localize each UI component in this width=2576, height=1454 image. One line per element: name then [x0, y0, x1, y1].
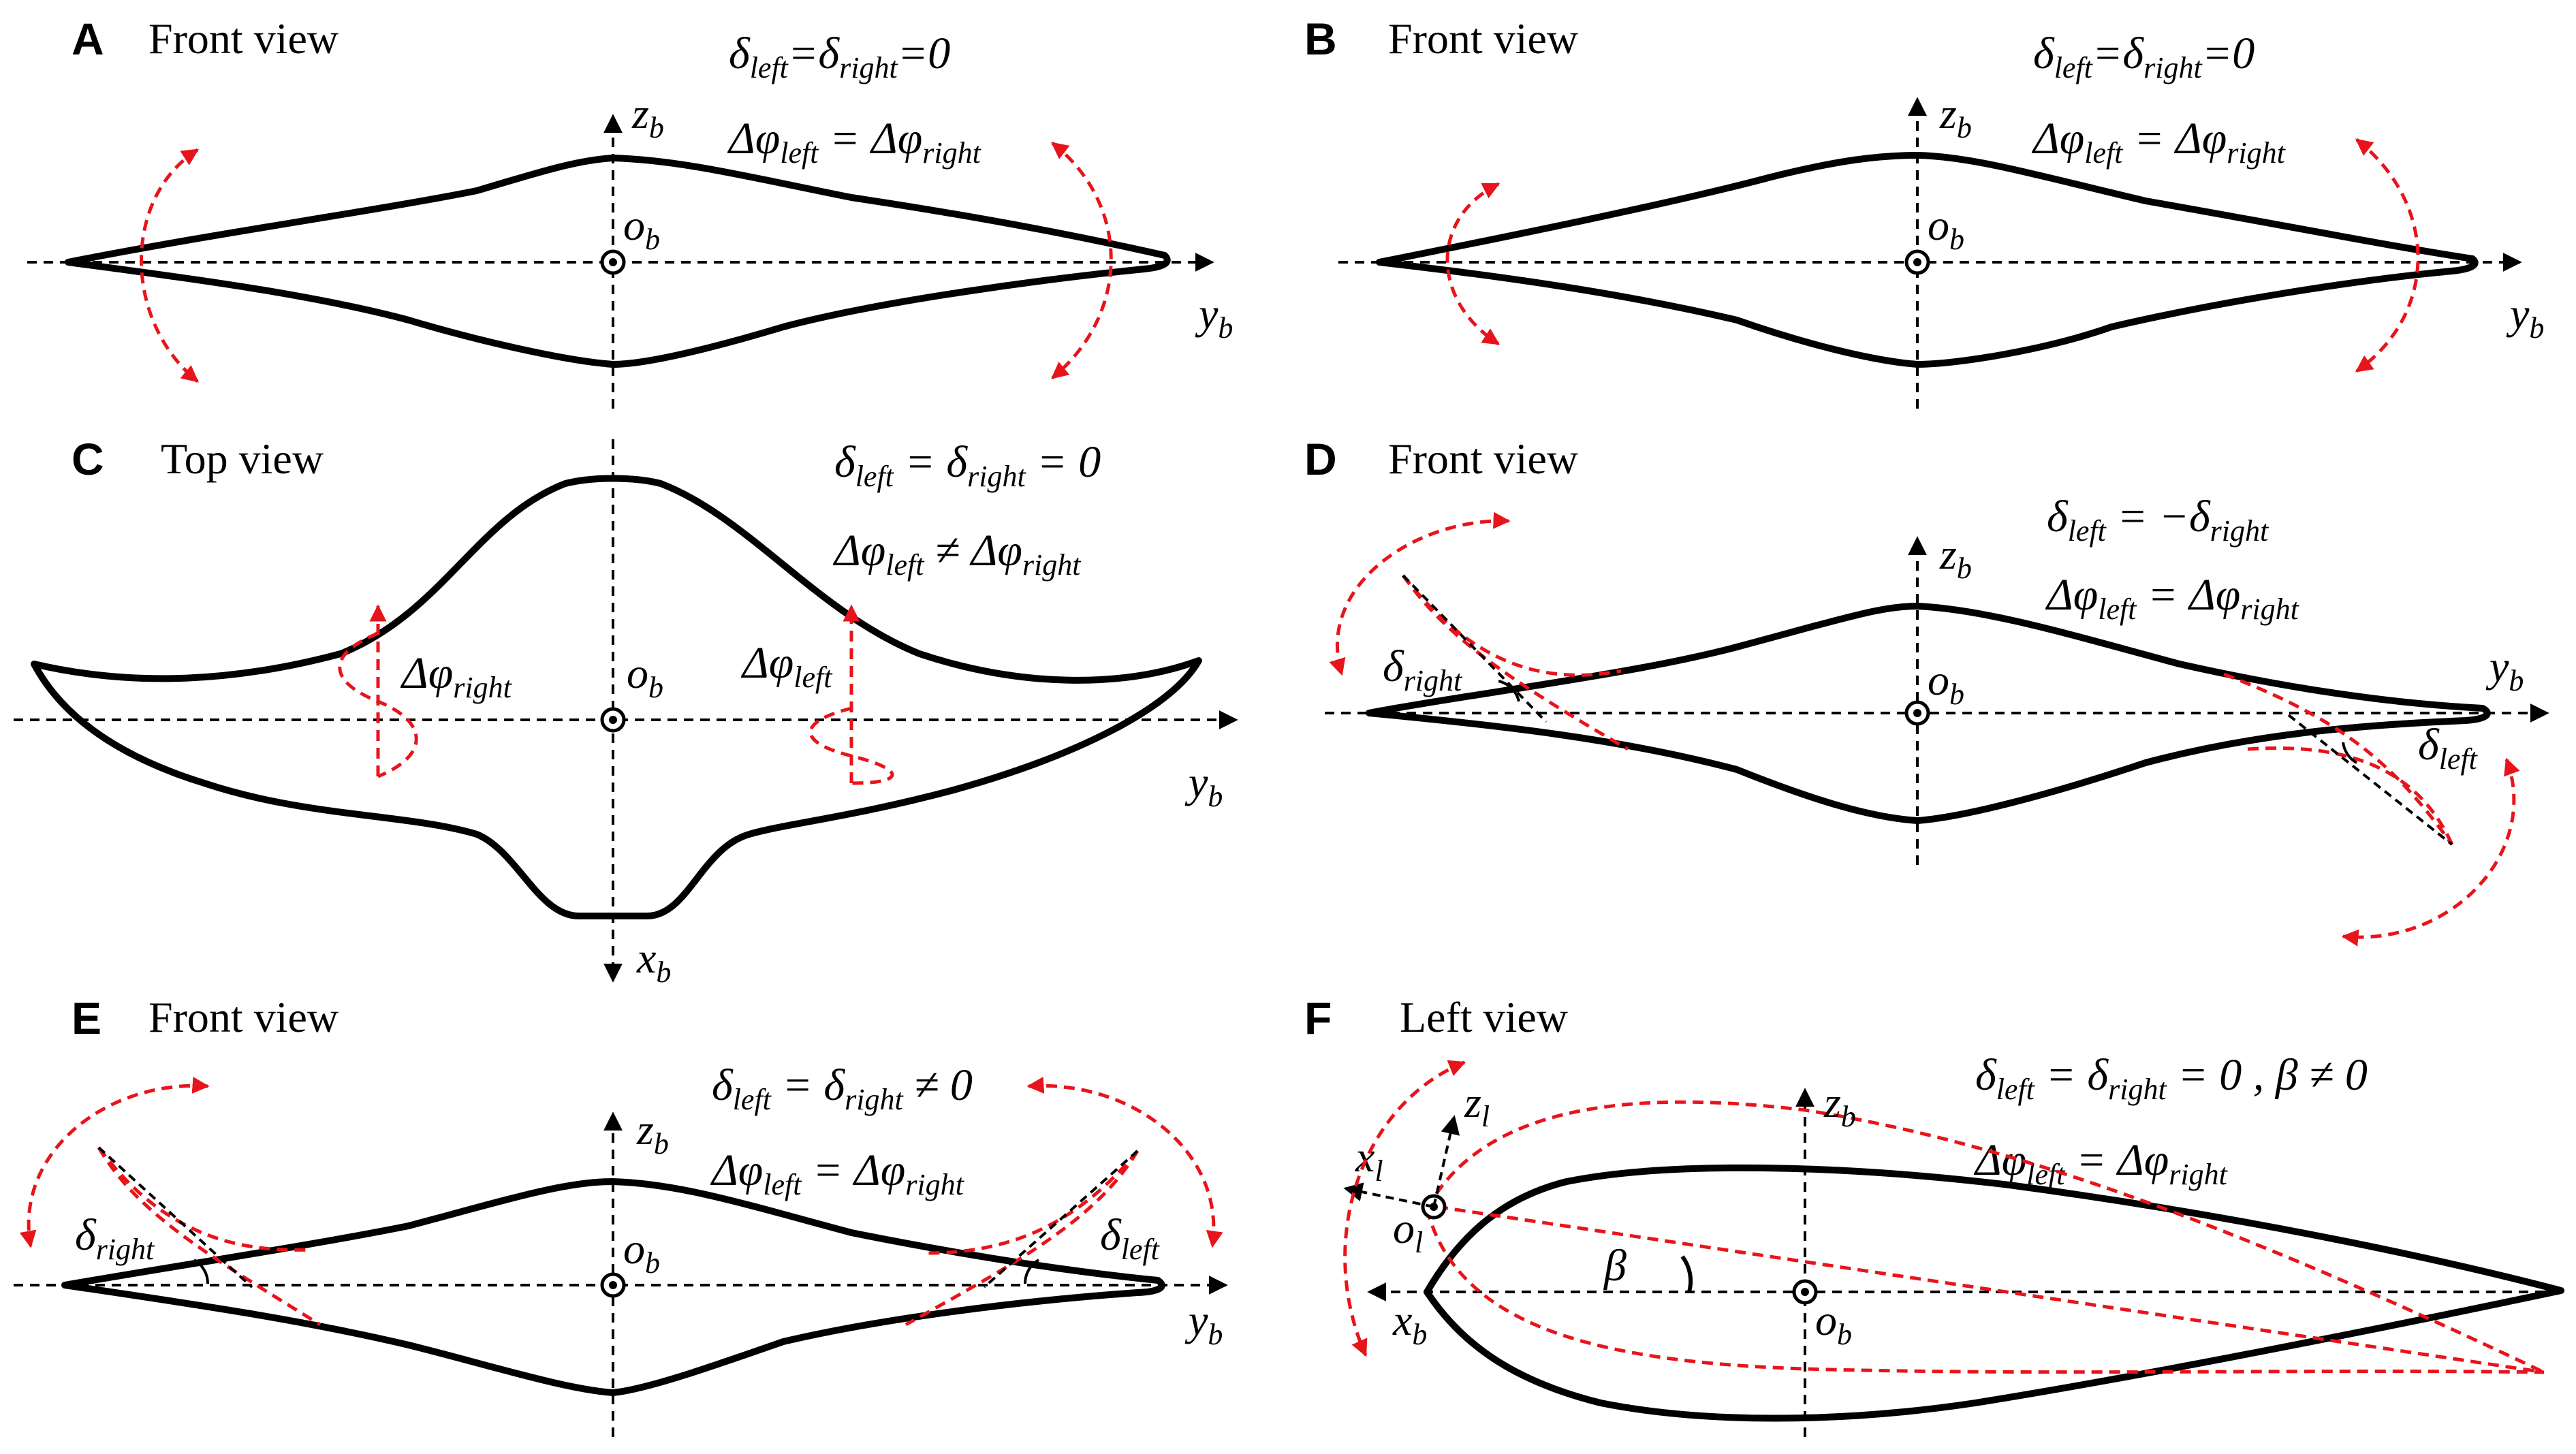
panel-d-o-label: ob	[1928, 656, 1964, 711]
panel-d-eq1: δleft = −δright	[2047, 492, 2269, 548]
panel-b-wing-outline	[1376, 152, 2479, 368]
panel-f-beta-label: β	[1603, 1241, 1627, 1291]
panel-e-angle-arc-left	[1023, 1259, 1040, 1284]
panel-b-y-label: yb	[2506, 289, 2544, 345]
panel-c: C Top view δleft = δright = 0 Δφleft ≠ Δ…	[14, 434, 1238, 989]
panel-e-o-label: ob	[623, 1224, 660, 1280]
panel-e-delta-right-label: δright	[75, 1210, 155, 1266]
panel-f-body-origin-dot	[1801, 1288, 1809, 1296]
panel-d-flap-arrow-right	[1329, 511, 1511, 676]
panel-c-origin-dot	[609, 716, 617, 724]
panel-d-chord-left	[2287, 714, 2453, 846]
panel-e-origin-dot	[609, 1281, 617, 1289]
panel-a-title: Front view	[148, 14, 339, 63]
panel-d-z-label: zb	[1939, 530, 1972, 585]
panel-d: D Front view δleft = −δright Δφleft = Δφ…	[1304, 434, 2549, 947]
panel-e-angle-arc-right	[193, 1259, 210, 1284]
panel-d-origin-dot	[1913, 709, 1921, 717]
panel-e-title: Front view	[148, 993, 339, 1041]
panel-a-flap-arrow-right	[1051, 142, 1113, 379]
panel-a-letter: A	[72, 14, 104, 64]
panel-d-flap-arrow-left	[2341, 757, 2520, 947]
panel-f-eq1: δleft = δright = 0 , β ≠ 0	[1975, 1050, 2368, 1106]
panel-a-y-label: yb	[1195, 289, 1233, 345]
panel-d-delta-right-label: δright	[1383, 642, 1463, 697]
panel-b-z-label: zb	[1939, 89, 1972, 144]
panel-f-beta-arc	[1680, 1255, 1693, 1293]
panel-a-o-label: ob	[623, 201, 660, 256]
panel-c-letter: C	[72, 434, 104, 484]
panel-b-letter: B	[1304, 14, 1337, 64]
panel-c-dphi-left-label: Δφleft	[740, 638, 833, 694]
panel-b-flap-arrow-left	[1445, 182, 1501, 346]
panel-d-wing-outline	[1366, 603, 2491, 824]
panel-c-phase-wave-right	[338, 631, 418, 778]
panel-e-y-label: yb	[1184, 1296, 1223, 1351]
panel-a-flap-arrow-left	[140, 148, 200, 383]
panel-a-eq1: δleft=δright=0	[729, 29, 950, 84]
panel-a-z-label: zb	[631, 89, 664, 144]
panel-b-title: Front view	[1388, 14, 1578, 63]
panel-e-delta-left-label: δleft	[1100, 1210, 1161, 1266]
panel-e-eq2: Δφleft = Δφright	[710, 1145, 965, 1201]
panel-f-letter: F	[1304, 993, 1332, 1043]
panel-f-xb-label: xb	[1392, 1296, 1427, 1351]
panel-b-eq1: δleft=δright=0	[2033, 29, 2255, 84]
panel-e-letter: E	[72, 993, 101, 1043]
panel-f-pitched-lower-outline	[1425, 1208, 2545, 1374]
panel-d-letter: D	[1304, 434, 1337, 484]
panel-c-x-label: xb	[636, 934, 671, 989]
panel-f-ol-label: ol	[1393, 1204, 1423, 1259]
panel-f-ob-label: ob	[1815, 1296, 1852, 1351]
panel-b-o-label: ob	[1928, 201, 1964, 256]
panel-f-xl-axis	[1343, 1182, 1434, 1208]
panel-a: A Front view δleft=δright=0 Δφleft = Δφr…	[27, 14, 1233, 409]
panel-f-eq2: Δφleft = Δφright	[1973, 1135, 2229, 1191]
panel-d-deflected-upper-right	[1402, 574, 1622, 677]
panel-a-origin-dot	[609, 258, 617, 266]
panel-f-pitched-upper-outline	[1425, 1100, 2545, 1374]
panel-d-y-label: yb	[2485, 642, 2524, 697]
panel-d-eq2: Δφleft = Δφright	[2045, 570, 2300, 626]
panel-e-flap-arrow-left	[1026, 1077, 1223, 1248]
panel-f: F Left view δleft = δright = 0 , β ≠ 0 Δ…	[1304, 993, 2564, 1437]
panel-d-angle-arc-right	[1498, 680, 1520, 702]
panel-f-zl-label: zl	[1464, 1078, 1490, 1133]
panel-c-eq2: Δφleft ≠ Δφright	[832, 526, 1082, 582]
panel-c-title: Top view	[161, 434, 324, 483]
panel-b-eq2: Δφleft = Δφright	[2031, 114, 2287, 170]
panel-f-title: Left view	[1400, 993, 1568, 1041]
panel-c-dphi-right-label: Δφright	[400, 648, 513, 704]
panel-f-zb-label: zb	[1823, 1078, 1856, 1133]
panel-b-flap-arrow-right	[2355, 138, 2420, 373]
panel-c-phase-wave-left	[808, 706, 894, 785]
panel-f-pitch-arrow	[1343, 1060, 1466, 1357]
panel-e-wing-outline	[61, 1178, 1165, 1396]
panel-e-eq1: δleft = δright ≠ 0	[712, 1060, 973, 1116]
panel-a-eq2: Δφleft = Δφright	[727, 114, 982, 170]
panel-c-y-label: yb	[1184, 758, 1223, 813]
panel-c-eq1: δleft = δright = 0	[834, 437, 1101, 493]
panel-c-o-label: ob	[627, 649, 663, 704]
panel-a-wing-outline	[65, 155, 1171, 368]
panel-f-pitched-chord	[1436, 1205, 2545, 1374]
panel-c-body-outline	[31, 475, 1202, 919]
panel-f-zl-axis	[1432, 1115, 1460, 1207]
panel-e-z-label: zb	[636, 1105, 669, 1160]
panel-d-delta-left-label: δleft	[2418, 720, 2479, 776]
panel-b-origin-dot	[1913, 258, 1921, 266]
panel-e: E Front view δleft = δright ≠ 0 Δφleft =…	[14, 993, 1228, 1437]
panel-e-flap-arrow-right	[19, 1076, 210, 1248]
panel-e-deflected-lower-right	[97, 1146, 321, 1327]
panel-f-body-outline	[1424, 1164, 2564, 1422]
panel-b: B Front view δleft=δright=0 Δφleft = Δφr…	[1304, 14, 2544, 409]
panel-d-title: Front view	[1388, 434, 1578, 483]
